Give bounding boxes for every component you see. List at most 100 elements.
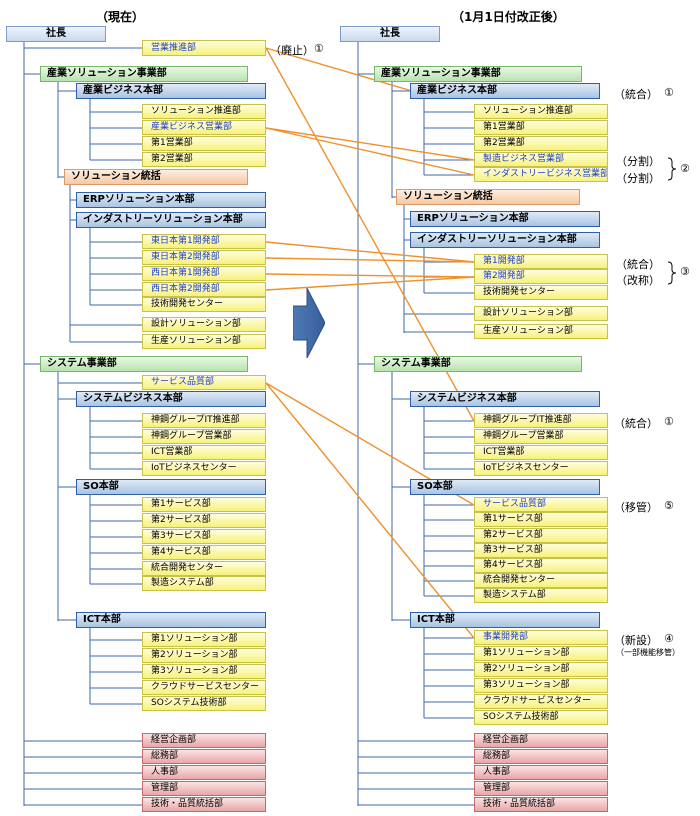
right-staff-dept-1: 経営企画部 (474, 733, 608, 748)
right-design-sol-dept: 設計ソリューション部 (474, 306, 608, 321)
right-ict-dept-6: SOシステム技術部 (474, 710, 608, 725)
left-div1-box: 産業ソリューション事業部 (40, 66, 248, 82)
left-sol-toukatsu-box: ソリューション統括 (64, 169, 248, 185)
current-header: （現在） (96, 10, 145, 24)
left-ict-dept-4: クラウドサービスセンター (142, 680, 266, 695)
merge1-num: ① (664, 86, 674, 99)
right-ind-dept-2: 第2開発部 (474, 269, 608, 284)
transfer-num: ⑤ (664, 499, 674, 512)
right-ib-hq-box: 産業ビジネス本部 (410, 83, 600, 99)
left-ind-dept-5: 技術開発センター (142, 297, 266, 312)
left-sb-dept-3: ICT営業部 (142, 445, 266, 460)
transfer-note: （移管） (614, 501, 658, 514)
note-braces (667, 157, 677, 285)
left-ict-dept-1: 第1ソリューション部 (142, 632, 266, 647)
left-ind-dept-3: 西日本第1開発部 (142, 266, 266, 281)
left-ind-dept-2: 東日本第2開発部 (142, 250, 266, 265)
left-so-dept-6: 製造システム部 (142, 576, 266, 591)
right-div2-box: システム事業部 (374, 356, 582, 372)
left-ind-dept-1: 東日本第1開発部 (142, 234, 266, 249)
left-sb-dept-4: IoTビジネスセンター (142, 461, 266, 476)
left-so-dept-3: 第3サービス部 (142, 529, 266, 544)
merge3-note: （統合） (616, 258, 660, 271)
num3: ③ (680, 265, 690, 278)
left-so-dept-4: 第4サービス部 (142, 545, 266, 560)
left-sb-hq-box: システムビジネス本部 (76, 391, 266, 407)
abolish-num: ① (314, 42, 324, 55)
left-so-dept-5: 統合開発センター (142, 561, 266, 576)
right-ib-dept-3: 第2営業部 (474, 136, 608, 151)
right-staff-dept-2: 総務部 (474, 749, 608, 764)
right-erp-hq-box: ERPソリューション本部 (410, 211, 600, 227)
left-tree-lines (23, 42, 142, 806)
right-so-dept-4: 第3サービス部 (474, 543, 608, 558)
right-ind-dept-1: 第1開発部 (474, 254, 608, 269)
right-ib-dept-4: 製造ビジネス営業部 (474, 152, 608, 167)
left-ib-dept-3: 第1営業部 (142, 136, 266, 151)
right-prod-sol-dept: 生産ソリューション部 (474, 324, 608, 339)
left-sales-promo-dept: 営業推進部 (142, 40, 266, 56)
left-ict-hq-box: ICT本部 (76, 612, 266, 628)
left-ict-dept-2: 第2ソリューション部 (142, 648, 266, 663)
split-note-b: （分割） (616, 172, 660, 185)
right-so-dept-3: 第2サービス部 (474, 528, 608, 543)
left-div2-box: システム事業部 (40, 356, 248, 372)
left-staff-dept-5: 技術・品質統括部 (142, 797, 266, 812)
right-ict-dept-4: 第3ソリューション部 (474, 678, 608, 693)
right-ind-dept-3: 技術開発センター (474, 285, 608, 300)
after-header: （1月1日付改正後） (452, 10, 565, 24)
left-so-dept-1: 第1サービス部 (142, 497, 266, 512)
abolish-note: （廃止） (270, 44, 314, 57)
right-sb-dept-3: ICT営業部 (474, 445, 608, 460)
right-ict-dept-3: 第2ソリューション部 (474, 662, 608, 677)
left-president-box: 社長 (6, 26, 106, 42)
left-ib-dept-1: ソリューション推進部 (142, 104, 266, 119)
left-ind-dept-4: 西日本第2開発部 (142, 282, 266, 297)
left-staff-dept-1: 経営企画部 (142, 733, 266, 748)
right-staff-dept-5: 技術・品質統括部 (474, 797, 608, 812)
merge-sb-note: （統合） (614, 417, 658, 430)
right-so-hq-box: SO本部 (410, 479, 600, 495)
right-staff-dept-3: 人事部 (474, 765, 608, 780)
left-ict-dept-3: 第3ソリューション部 (142, 664, 266, 679)
new-note: （新設） (614, 634, 658, 647)
right-so-dept-1: サービス品質部 (474, 497, 608, 512)
left-ict-dept-5: SOシステム技術部 (142, 696, 266, 711)
transition-arrow-icon (293, 288, 325, 358)
left-prod-sol-dept: 生産ソリューション部 (142, 334, 266, 349)
right-ib-dept-5: インダストリービジネス営業部 (474, 167, 608, 182)
right-sol-toukatsu-box: ソリューション統括 (396, 189, 580, 205)
right-ict-dept-2: 第1ソリューション部 (474, 646, 608, 661)
merge1-note: （統合） (614, 88, 658, 101)
left-staff-dept-4: 管理部 (142, 781, 266, 796)
left-so-hq-box: SO本部 (76, 479, 266, 495)
right-so-dept-7: 製造システム部 (474, 588, 608, 603)
left-design-sol-dept: 設計ソリューション部 (142, 317, 266, 332)
new-num: ④ (664, 632, 674, 645)
split-note-a: （分割） (616, 155, 660, 168)
rename3-note: （改称） (616, 274, 660, 287)
new-sub-note: （一部機能移管） (616, 648, 680, 657)
left-ib-hq-box: 産業ビジネス本部 (76, 83, 266, 99)
left-so-dept-2: 第2サービス部 (142, 513, 266, 528)
right-ib-dept-2: 第1営業部 (474, 120, 608, 135)
left-ib-dept-2: 産業ビジネス営業部 (142, 120, 266, 135)
right-so-dept-5: 第4サービス部 (474, 558, 608, 573)
left-service-q-dept: サービス品質部 (142, 375, 266, 390)
left-erp-hq-box: ERPソリューション本部 (76, 192, 266, 208)
merge-sb-num: ① (664, 415, 674, 428)
left-ind-hq-box: インダストリーソリューション本部 (76, 212, 266, 228)
split-num: ② (680, 162, 690, 175)
right-sb-dept-1: 神鋼グループIT推進部 (474, 413, 608, 428)
left-ib-dept-4: 第2営業部 (142, 152, 266, 167)
right-staff-dept-4: 管理部 (474, 781, 608, 796)
right-ind-hq-box: インダストリーソリューション本部 (410, 232, 600, 248)
right-ict-dept-5: クラウドサービスセンター (474, 694, 608, 709)
right-president-box: 社長 (340, 26, 440, 42)
right-tree-lines (357, 42, 474, 806)
left-sb-dept-2: 神鋼グループ営業部 (142, 429, 266, 444)
right-ict-hq-box: ICT本部 (410, 612, 600, 628)
left-staff-dept-3: 人事部 (142, 765, 266, 780)
left-staff-dept-2: 総務部 (142, 749, 266, 764)
right-sb-dept-4: IoTビジネスセンター (474, 461, 608, 476)
